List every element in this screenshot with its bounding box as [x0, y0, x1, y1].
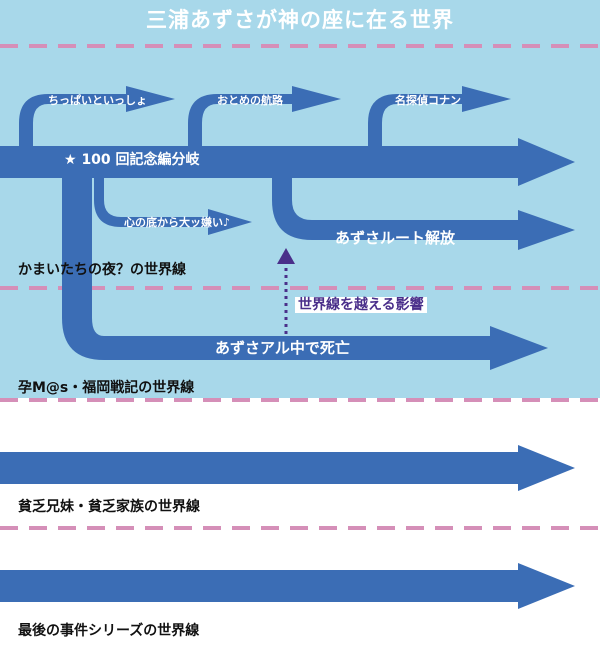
branch-otome — [188, 94, 295, 148]
branch-azusa-route — [272, 176, 520, 240]
world-line-4-head — [518, 563, 575, 609]
branch-kokoro-head — [208, 209, 252, 235]
star-icon: ★ — [64, 152, 77, 168]
arrow-label-conan: 名探偵コナン — [395, 94, 461, 107]
branch-point-text: 100 回記念編分岐 — [81, 152, 200, 168]
arrow-label-azusa-death: あずさアル中で死亡 — [215, 339, 350, 357]
main-line-body — [0, 146, 520, 178]
branch-conan-head — [462, 86, 511, 112]
world-line-4-body — [0, 570, 520, 602]
world-line-3-body — [0, 452, 520, 484]
arrow-label-chippai: ちっぱいといっしょ — [48, 94, 147, 107]
arrow-network — [0, 86, 575, 609]
branch-azusa-death-head — [490, 326, 548, 370]
world-line-label-2: 孕M@s・福岡戦記の世界線 — [18, 380, 195, 396]
world-line-3-head — [518, 445, 575, 491]
branch-chippai-head — [126, 86, 175, 112]
branch-conan — [368, 94, 465, 148]
branch-otome-head — [292, 86, 341, 112]
arrow-label-kokoro: 心の底から大ッ嫌い♪ — [124, 216, 231, 229]
page-title: 三浦あずさが神の座に在る世界 — [146, 8, 454, 32]
branch-azusa-route-head — [518, 210, 575, 250]
branch-point-label: ★ 100 回記念編分岐 — [64, 153, 200, 167]
influence-head — [277, 248, 295, 264]
world-line-label-4: 最後の事件シリーズの世界線 — [18, 623, 200, 639]
arrow-label-otome: おとめの航路 — [217, 94, 283, 107]
branch-kokoro — [94, 176, 210, 227]
influence-label: 世界線を越える影響 — [295, 297, 427, 313]
influence-arrow — [277, 248, 295, 334]
world-line-label-1: かまいたちの夜？の世界線 — [18, 262, 186, 278]
arrow-label-azusa-route: あずさルート解放 — [335, 229, 456, 247]
world-line-label-3: 貧乏兄妹・貧乏家族の世界線 — [18, 499, 200, 515]
main-line-head — [518, 138, 575, 186]
dividers — [0, 44, 600, 530]
branch-chippai — [19, 94, 128, 148]
branch-azusa-death — [62, 176, 492, 360]
